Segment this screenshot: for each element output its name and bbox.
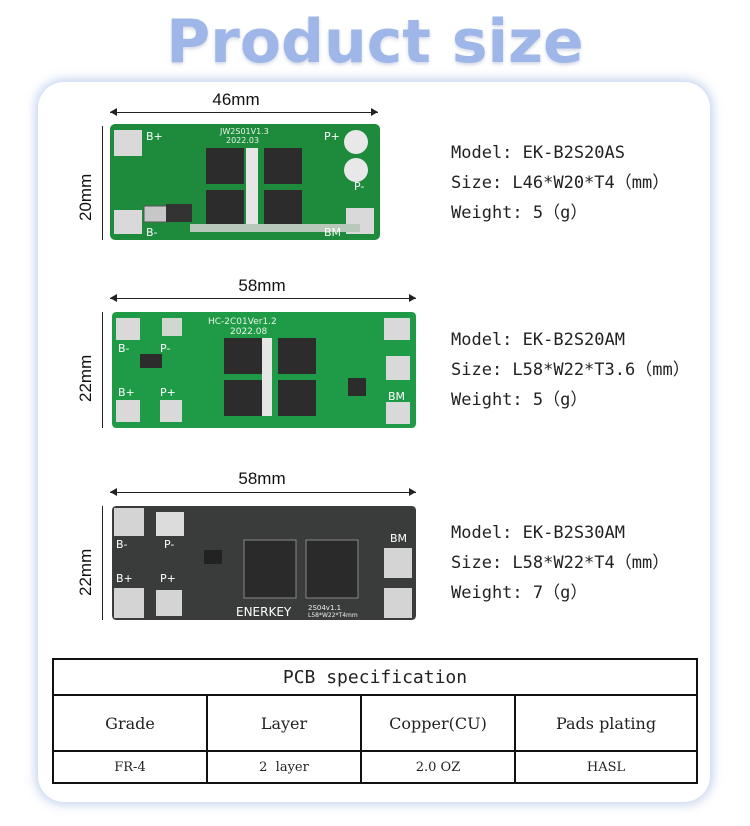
- spec-header-grade: Grade: [52, 694, 208, 752]
- pcb-board-2: B- P- B+ P+ BM HC-2C01Ver1.2 2022.08: [112, 312, 416, 428]
- dimension-height-line-1: [102, 126, 103, 240]
- dimension-height-line-2: [102, 312, 103, 428]
- pcb-label-b-plus-1: B+: [146, 130, 163, 143]
- pcb-sub-3: L58*W22*T4mm: [308, 612, 358, 619]
- pcb-code-1: JW2S01V1.3: [219, 127, 269, 136]
- pcb-label-p-minus-1: P-: [354, 180, 364, 193]
- pcb-label-b-plus-2: B+: [118, 386, 135, 399]
- pcb-label-bm-3: BM: [390, 532, 407, 545]
- dimension-width-line-3: [110, 488, 416, 496]
- pcb-label-b-minus-3: B-: [116, 538, 128, 551]
- pcb-label-b-plus-3: B+: [116, 572, 133, 585]
- pcb-code-2: HC-2C01Ver1.2: [208, 317, 277, 327]
- pcb-brand-3: ENERKEY: [236, 605, 292, 619]
- pcb-date-2: 2022.08: [230, 327, 267, 337]
- dimension-height-1: 20mm: [76, 173, 95, 221]
- pcb-code-3: 2S04v1.1: [308, 604, 341, 612]
- pcb-label-bm-1: BM: [324, 226, 341, 239]
- pcb-board-3: B- P- B+ P+ BM ENERKEY 2S04v1.1 L58*W22*…: [112, 506, 416, 620]
- product-model-2: Model: EK-B2S20AM: [451, 330, 625, 350]
- dimension-width-1: 46mm: [212, 90, 260, 109]
- pcb-label-b-minus-1: B-: [146, 226, 158, 239]
- pcb-spec-title: PCB specification: [52, 658, 698, 696]
- pcb-spec-table: PCB specification Grade Layer Copper(CU)…: [52, 658, 698, 784]
- product-model-1: Model: EK-B2S20AS: [451, 143, 625, 163]
- dimension-width-3: 58mm: [238, 469, 286, 488]
- dimension-height-3: 22mm: [76, 548, 95, 596]
- pcb-label-p-plus-3: P+: [160, 572, 176, 585]
- spec-value-grade: FR-4: [52, 750, 208, 784]
- product-size-3: Size: L58*W22*T4（mm）: [451, 553, 670, 573]
- pcb-board-1: B+ B- P+ P- BM JW2S01V1.3 2022.03: [110, 124, 380, 240]
- dimension-width-2: 58mm: [238, 276, 286, 295]
- page-title: Product size: [166, 7, 584, 77]
- pcb-label-p-minus-2: P-: [160, 342, 170, 355]
- dimension-width-line-1: [110, 108, 378, 116]
- spec-value-copper: 2.0 OZ: [360, 750, 516, 784]
- pcb-date-1: 2022.03: [226, 136, 259, 145]
- spec-header-copper: Copper(CU): [360, 694, 516, 752]
- pcb-label-p-plus-2: P+: [160, 386, 176, 399]
- product-weight-1: Weight: 5（g）: [451, 203, 588, 223]
- spec-header-layer: Layer: [206, 694, 362, 752]
- spec-value-layer: 2 layer: [206, 750, 362, 784]
- spec-value-pads: HASL: [514, 750, 698, 784]
- product-weight-2: Weight: 5（g）: [451, 390, 588, 410]
- pcb-label-p-minus-3: P-: [164, 538, 174, 551]
- product-size-2: Size: L58*W22*T3.6（mm）: [451, 360, 690, 380]
- product-size-1: Size: L46*W20*T4（mm）: [451, 173, 670, 193]
- product-specs-1: Model: EK-B2S20AS Size: L46*W20*T4（mm） W…: [451, 138, 669, 228]
- dimension-width-line-2: [110, 294, 416, 302]
- pcb-label-p-plus-1: P+: [324, 130, 340, 143]
- product-specs-2: Model: EK-B2S20AM Size: L58*W22*T3.6（mm）…: [451, 325, 690, 415]
- spec-header-pads: Pads plating: [514, 694, 698, 752]
- pcb-label-bm-2: BM: [388, 390, 405, 403]
- dimension-height-line-3: [102, 506, 103, 620]
- product-weight-3: Weight: 7（g）: [451, 583, 588, 603]
- product-specs-3: Model: EK-B2S30AM Size: L58*W22*T4（mm） W…: [451, 518, 669, 608]
- product-model-3: Model: EK-B2S30AM: [451, 523, 625, 543]
- dimension-height-2: 22mm: [76, 354, 95, 402]
- pcb-label-b-minus-2: B-: [118, 342, 130, 355]
